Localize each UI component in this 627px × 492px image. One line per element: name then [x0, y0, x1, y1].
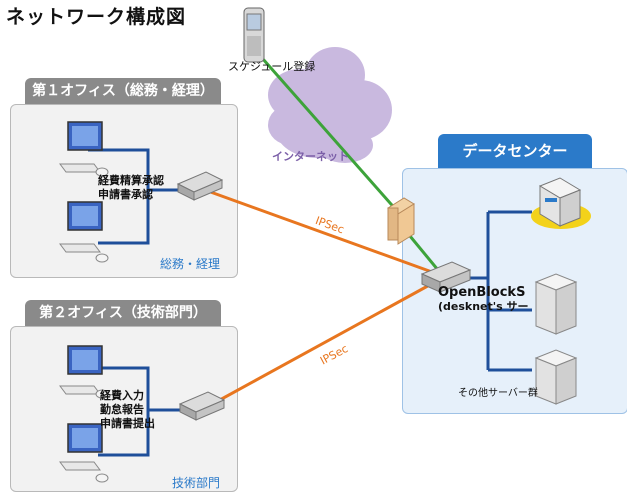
pc-icon [59, 121, 109, 177]
vpn-router-icon [176, 171, 224, 201]
server-icon [534, 349, 578, 405]
office1-tab: 第１オフィス（総務・経理） [25, 78, 221, 104]
page-title: ネットワーク構成図 [6, 6, 187, 28]
office2-task-line-3: 申請書提出 [100, 417, 155, 430]
firewall-icon [387, 197, 415, 245]
schedule-label: スケジュール登録 [228, 60, 316, 73]
pc-icon [59, 201, 109, 263]
pc-icon [59, 345, 109, 399]
office2-lan [88, 366, 180, 457]
office2-tab: 第２オフィス（技術部門） [25, 300, 221, 326]
vpn-link-office2 [206, 280, 436, 409]
openblocks-name: OpenBlockS [438, 285, 526, 300]
datacenter-router-icon [420, 261, 472, 293]
office2-dept-label: 技術部門 [172, 476, 221, 490]
vpn-link-office1 [204, 188, 433, 274]
office2-task-line-1: 経費入力 [100, 389, 144, 402]
other-servers-label: その他サーバー群 [458, 388, 538, 399]
office1-lan [88, 148, 178, 245]
office1-task-line-2: 申請書承認 [98, 188, 153, 201]
server-icon [534, 273, 578, 335]
mobile-phone-icon [243, 7, 265, 63]
office2-task-line-2: 勤怠報告 [100, 403, 144, 416]
datacenter-tab: データセンター [438, 134, 592, 168]
vpn-router-icon [178, 391, 226, 421]
internet-label: インターネット [272, 150, 349, 163]
openblocks-subtitle: (desknet's サー [438, 300, 529, 313]
office1-task-line-1: 経費精算承認 [98, 174, 164, 187]
datacenter-lan [460, 210, 532, 372]
internet-link-upper [253, 49, 400, 213]
office1-dept-label: 総務・経理 [160, 257, 221, 271]
pc-icon [59, 423, 109, 483]
openblocks-device-icon [531, 177, 591, 229]
